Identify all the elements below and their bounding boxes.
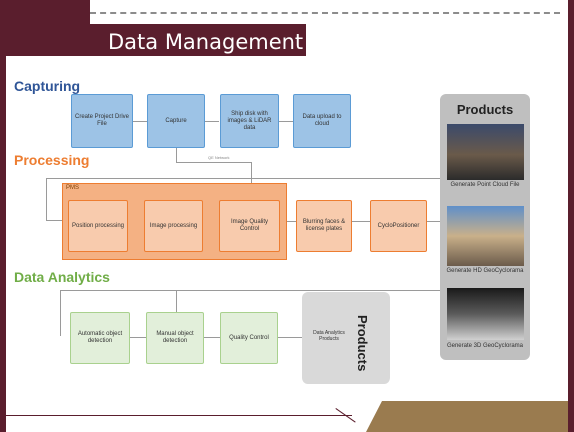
cyclopositioner-box: CycloPositioner: [370, 200, 427, 252]
connector: [46, 220, 68, 221]
section-data-analytics: Data Analytics: [14, 269, 110, 285]
pms-label: PMS: [66, 185, 80, 191]
product-caption: Generate Point Cloud File: [450, 182, 520, 188]
connector: [279, 121, 293, 122]
product-caption: Generate HD GeoCyclorama: [446, 268, 524, 274]
connector: [60, 290, 446, 291]
frame-top-band: [6, 0, 90, 24]
data-upload-box: Data upload to cloud: [293, 94, 351, 148]
slide-title: Data Management: [108, 30, 304, 54]
point-cloud-image: [447, 124, 524, 180]
connector: [130, 337, 146, 338]
capture-box: Capture: [147, 94, 205, 148]
3d-geocyclorama-image: [447, 288, 524, 340]
bottom-footer-line: [6, 415, 352, 432]
connector: [204, 337, 220, 338]
manual-object-detection-box: Manual object detection: [146, 312, 204, 364]
connector: [133, 121, 147, 122]
bottom-bar: [382, 401, 568, 432]
quality-control-box: Quality Control: [220, 312, 278, 364]
connector: [427, 221, 447, 222]
connector: [278, 337, 302, 338]
header-dashed-line: [90, 12, 560, 14]
connector: [176, 148, 177, 162]
frame-right-border: [568, 0, 574, 432]
title-tab: [6, 24, 306, 56]
section-capturing: Capturing: [14, 78, 81, 94]
connector: [205, 121, 219, 122]
analytics-products-title: Products: [355, 315, 370, 372]
connector: [176, 162, 252, 163]
connector: [46, 178, 47, 220]
analytics-products-text: Data Analytics Products: [313, 330, 345, 342]
connector: [251, 162, 252, 200]
hd-geocyclorama-image: [447, 206, 524, 266]
create-project-drive-file-box: Create Project Drive File: [71, 94, 133, 148]
product-caption: Generate 3D GeoCyclorama: [446, 343, 524, 349]
automatic-object-detection-box: Automatic object detection: [70, 312, 130, 364]
connector: [60, 290, 61, 336]
network-label: QE Network: [208, 155, 230, 160]
image-quality-control-box: Image Quality Control: [219, 200, 280, 252]
image-processing-box: Image processing: [144, 200, 203, 252]
bottom-bar-slant: [366, 401, 382, 432]
connector: [352, 221, 370, 222]
position-processing-box: Position processing: [68, 200, 128, 252]
blurring-faces-box: Blurring faces & license plates: [296, 200, 352, 252]
analytics-products-panel: [302, 292, 390, 384]
connector: [46, 178, 446, 179]
section-processing: Processing: [14, 152, 90, 168]
ship-disk-box: Ship disk with images & LiDAR data: [220, 94, 279, 148]
connector: [176, 290, 177, 312]
products-title: Products: [456, 102, 514, 117]
connector: [280, 221, 296, 222]
frame-left-border: [0, 0, 6, 432]
